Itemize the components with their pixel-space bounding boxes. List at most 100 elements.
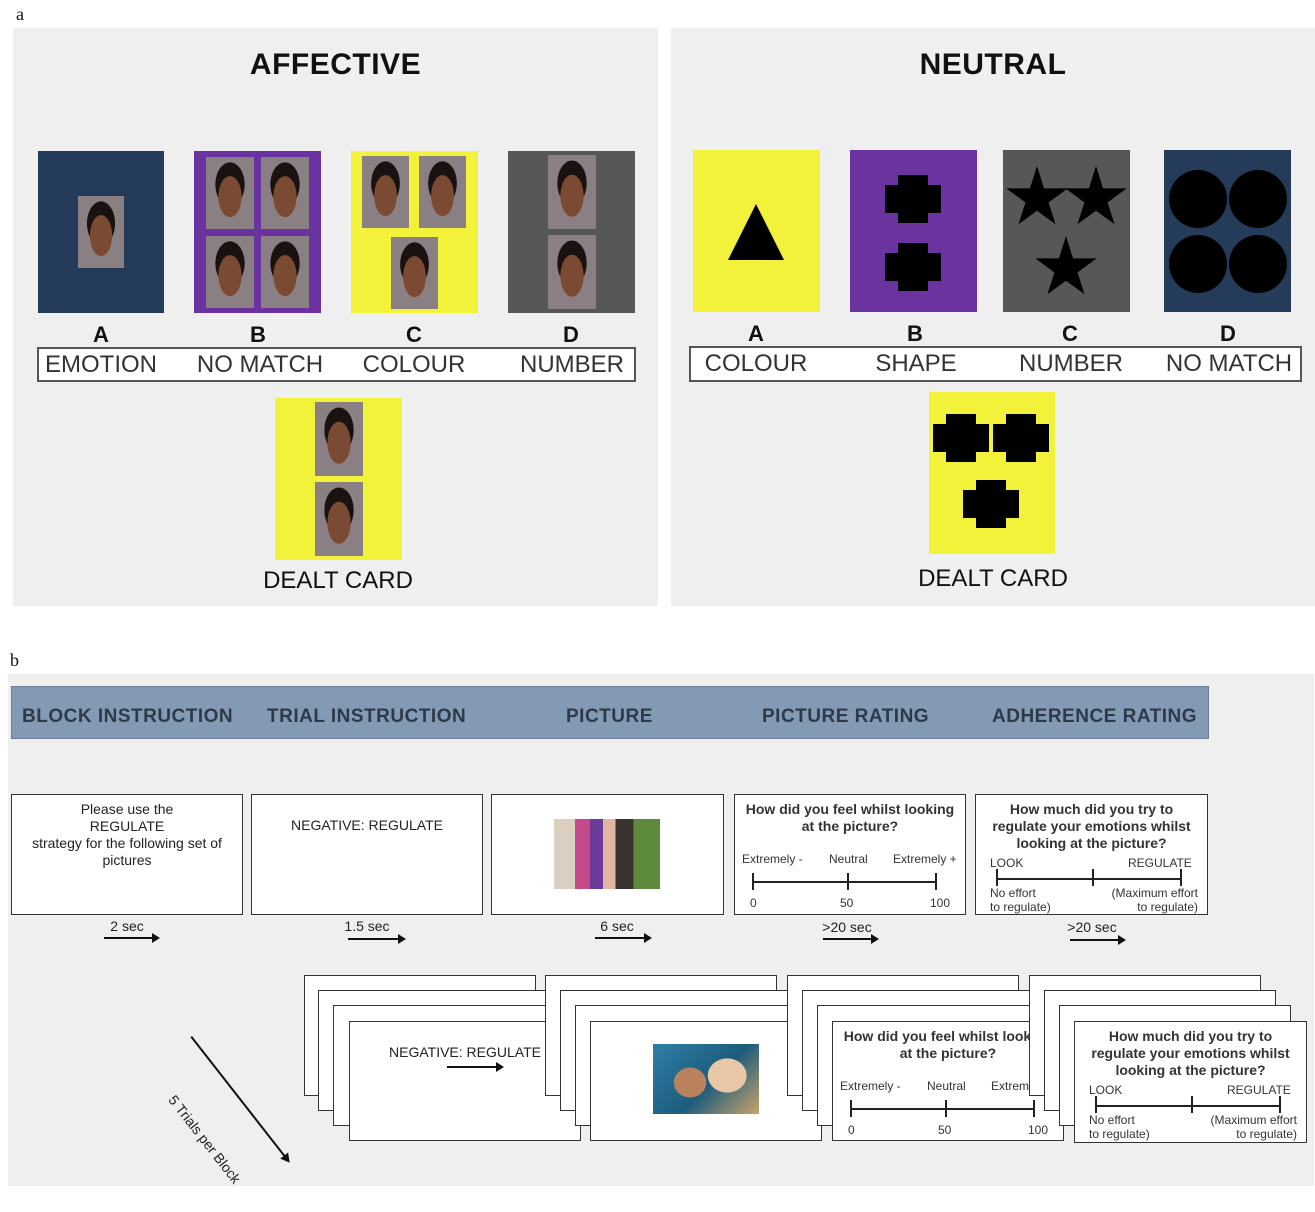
neutral-category-d: NO MATCH (1165, 350, 1293, 377)
affective-letter-c: C (406, 322, 422, 347)
neutral-dealt-label: DEALT CARD (918, 565, 1068, 592)
picture-rating-question-line2: at the picture? (899, 1045, 997, 1061)
scale-tick (1180, 869, 1182, 886)
adherence-right-sub2: to regulate) (1236, 1127, 1297, 1141)
cross-shape (885, 175, 941, 223)
scale-tick (945, 1100, 947, 1117)
teenagers-photo (554, 819, 660, 889)
affective-letter-d: D (563, 322, 579, 347)
header-trial-instruction: TRIAL INSTRUCTION (267, 706, 467, 727)
affective-card-b (194, 151, 321, 313)
face-image (206, 157, 254, 229)
star-shape (1006, 166, 1068, 225)
adherence-left-sub2: to regulate) (1089, 1127, 1150, 1141)
circle-shape (1229, 235, 1287, 293)
adherence-question-line1: How much did you try to (1009, 801, 1174, 817)
scale-value-0: 0 (750, 896, 757, 910)
header-picture-rating: PICTURE RATING (762, 706, 930, 727)
face-image (315, 482, 363, 556)
scale-tick (1191, 1096, 1193, 1113)
header-adherence-rating: ADHERENCE RATING (992, 706, 1198, 727)
circle-shape (1169, 235, 1227, 293)
affective-category-b: NO MATCH (196, 351, 324, 378)
scale-tick (935, 873, 937, 890)
scale-value-100: 100 (1028, 1123, 1049, 1137)
neutral-letter-c: C (1062, 321, 1078, 346)
face-image (78, 196, 124, 268)
scale-left-label: Extremely - (840, 1079, 901, 1093)
neutral-letter-d: D (1220, 321, 1236, 346)
scale-tick (1279, 1096, 1281, 1113)
affective-card-a (38, 151, 164, 313)
header-block-instruction: BLOCK INSTRUCTION (22, 706, 234, 727)
arrow-right-icon (348, 934, 406, 944)
face-image (261, 157, 309, 229)
block-instruction-line1: Please use the (80, 801, 174, 817)
affective-letter-b: B (250, 322, 266, 347)
scale-tick (1095, 1096, 1097, 1113)
scale-value-0: 0 (848, 1123, 855, 1137)
neutral-letter-a: A (748, 321, 764, 346)
cross-shape (885, 243, 941, 291)
scale-tick (996, 869, 998, 886)
face-image (315, 402, 363, 476)
scale-right-label: Extremely + (893, 852, 957, 866)
panel-b-label: b (10, 650, 19, 670)
face-image (206, 236, 254, 308)
block-instruction-screen: Please use the REGULATE strategy for the… (11, 794, 243, 915)
timing-block-instruction: 2 sec (110, 918, 144, 934)
star-shape (1065, 166, 1127, 225)
adherence-scale-line (996, 878, 1181, 880)
adherence-right-label: REGULATE (1128, 856, 1192, 870)
affective-category-box (37, 347, 636, 382)
scale-tick (752, 873, 754, 890)
scale-mid-label: Neutral (927, 1079, 966, 1093)
trial-instruction-text: NEGATIVE: REGULATE (291, 817, 443, 833)
block-instruction-line3: strategy for the following set of (32, 835, 222, 851)
arrow-right-icon (1070, 935, 1126, 945)
scale-left-label: Extremely - (742, 852, 803, 866)
star-shape (1035, 236, 1097, 295)
phase-header-band (11, 686, 1209, 739)
cross-shape (933, 414, 989, 462)
adherence-question-line2: regulate your emotions whilst (992, 818, 1191, 834)
adherence-right-label: REGULATE (1227, 1083, 1291, 1097)
adherence-right-sub2: to regulate) (1137, 900, 1198, 914)
adherence-right-sub1: (Maximum effort (1111, 886, 1198, 900)
trial-instruction-screen: NEGATIVE: REGULATE (251, 794, 483, 915)
adherence-question-line2: regulate your emotions whilst (1091, 1045, 1290, 1061)
arrow-right-icon (595, 933, 652, 943)
picture-screen (491, 794, 724, 915)
adherence-left-label: LOOK (990, 856, 1024, 870)
panel-a-label: a (16, 4, 24, 24)
adherence-left-label: LOOK (1089, 1083, 1123, 1097)
affective-card-d (508, 151, 635, 313)
adherence-scale-line (1095, 1105, 1280, 1107)
affective-letter-a: A (93, 322, 109, 347)
affective-category-a: EMOTION (45, 351, 157, 378)
affective-dealt-label: DEALT CARD (263, 567, 413, 594)
scale-value-50: 50 (840, 896, 854, 910)
adherence-right-sub1: (Maximum effort (1210, 1113, 1297, 1127)
face-image (419, 156, 466, 228)
block-instruction-line4: pictures (102, 852, 152, 868)
scale-tick (1092, 869, 1094, 886)
timing-trial-instruction: 1.5 sec (344, 918, 390, 934)
affective-title: AFFECTIVE (249, 48, 422, 81)
face-image (391, 237, 438, 309)
timing-picture: 6 sec (600, 918, 634, 934)
scale-tick (847, 873, 849, 890)
scale-value-50: 50 (938, 1123, 952, 1137)
timing-adherence-rating: >20 sec (1067, 919, 1117, 935)
scale-value-100: 100 (930, 896, 951, 910)
cross-shape (993, 414, 1049, 462)
cross-shape (963, 480, 1019, 528)
neutral-category-a: COLOUR (704, 350, 808, 377)
neutral-card-c (1003, 150, 1130, 312)
neutral-card-a (693, 150, 820, 312)
scale-tick (850, 1100, 852, 1117)
circle-shape (1229, 170, 1287, 228)
header-picture: PICTURE (566, 706, 653, 727)
adherence-left-sub2: to regulate) (990, 900, 1051, 914)
scale-tick (1033, 1100, 1035, 1117)
